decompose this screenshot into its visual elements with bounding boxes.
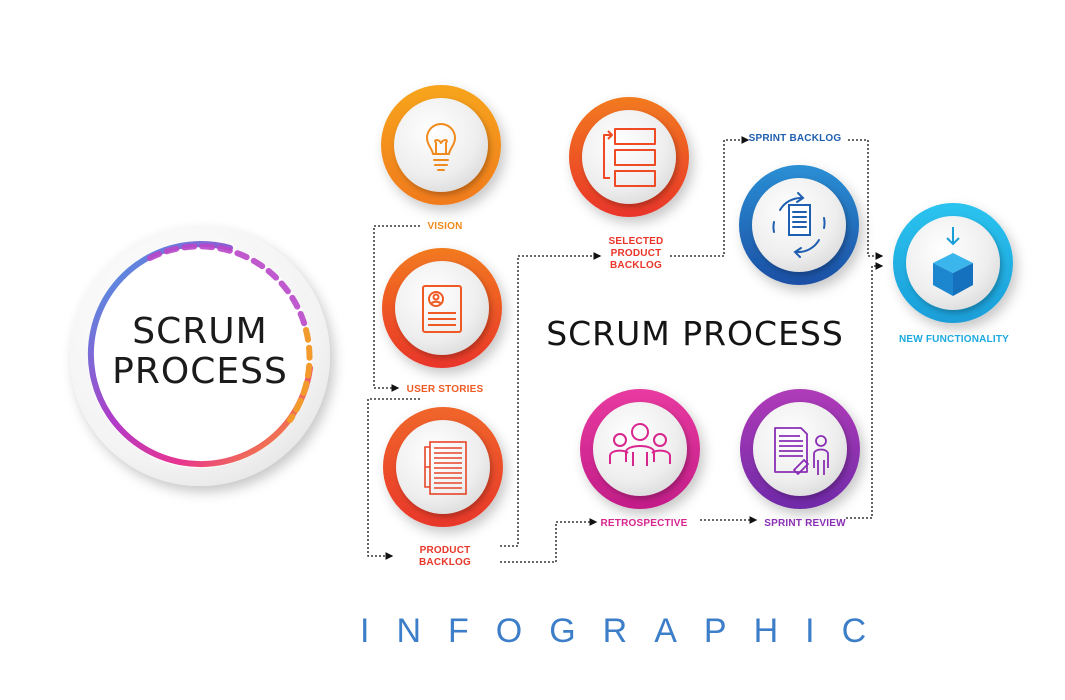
hero-title: SCRUM PROCESS	[70, 312, 330, 392]
product-backlog-label-line2: BACKLOG	[419, 557, 471, 568]
user-stories-label: USER STORIES	[406, 384, 484, 395]
product-backlog-node	[383, 407, 503, 527]
hero-circle	[70, 226, 330, 486]
selected-product-backlog-label: SELECTED PRODUCT BACKLOG	[596, 236, 676, 272]
selected-product-backlog-node	[569, 97, 689, 217]
flow-connectors	[367, 136, 884, 563]
user-profile-document-icon	[422, 285, 462, 333]
new-functionality-label: NEW FUNCTIONALITY	[898, 334, 1010, 345]
sprint-backlog-node	[739, 165, 859, 285]
team-icon	[609, 423, 671, 466]
lightbulb-icon	[426, 123, 456, 171]
list-document-icon	[424, 441, 467, 495]
sprint-review-node	[740, 389, 860, 509]
sprint-backlog-label: SPRINT BACKLOG	[748, 133, 842, 144]
hero-title-line2: PROCESS	[112, 351, 288, 392]
retrospective-node	[580, 389, 700, 509]
user-stories-node	[382, 248, 502, 368]
center-title: SCRUM PROCESS	[546, 314, 844, 353]
hero-title-line1: SCRUM	[132, 311, 268, 352]
vision-node	[381, 85, 501, 205]
review-document-person-icon	[774, 427, 829, 475]
selected-label-line1: SELECTED	[608, 236, 664, 247]
selected-label-line2: PRODUCT	[610, 248, 662, 259]
box-download-icon	[933, 227, 973, 296]
retrospective-label: RETROSPECTIVE	[600, 518, 688, 529]
vision-label: VISION	[427, 221, 463, 232]
footer-infographic-title: INFOGRAPHIC	[360, 612, 894, 650]
new-functionality-node	[893, 203, 1013, 323]
sprint-review-label: SPRINT REVIEW	[764, 518, 846, 529]
selected-label-line3: BACKLOG	[610, 260, 662, 271]
stacked-blocks-icon	[603, 128, 656, 187]
product-backlog-label-line1: PRODUCT	[419, 545, 471, 556]
document-cycle-icon	[772, 192, 826, 258]
product-backlog-label: PRODUCT BACKLOG	[400, 545, 490, 569]
